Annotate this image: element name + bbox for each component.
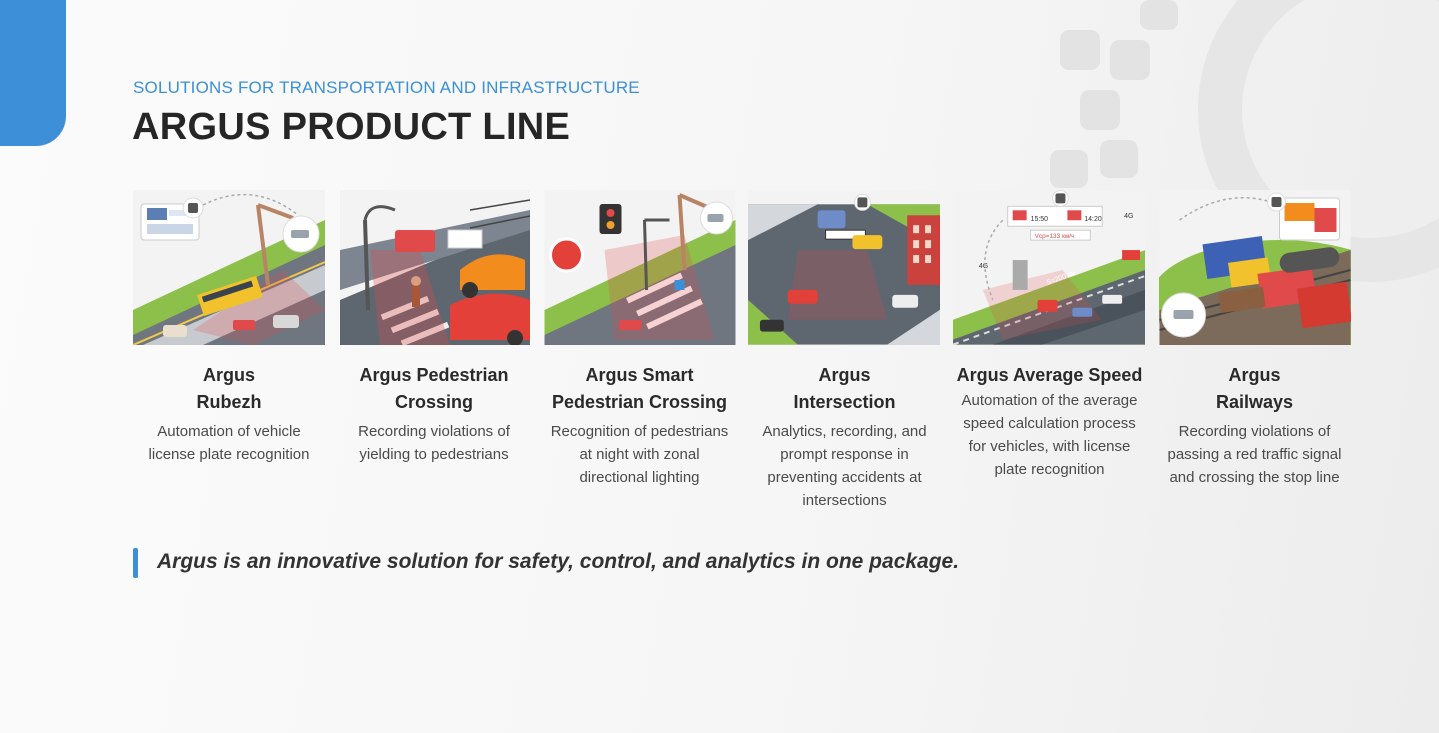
- product-name-line2: Crossing: [394, 392, 473, 412]
- product-name: Argus Smart Pedestrian Crossing: [544, 362, 735, 416]
- product-card-smart-pedestrian-crossing[interactable]: Argus Smart Pedestrian Crossing Recognit…: [544, 190, 736, 489]
- product-card-average-speed[interactable]: 15:50 14:20 Vср=133 км/ч 4G 4G S=200 км …: [953, 190, 1146, 481]
- product-name: Argus Intersection: [748, 362, 941, 416]
- road-camera-illustration: [133, 190, 325, 345]
- product-card-railways[interactable]: Argus Railways Recording violations of p…: [1159, 190, 1351, 489]
- product-name-line1: Argus: [818, 365, 871, 385]
- product-card-intersection[interactable]: Argus Intersection Analytics, recording,…: [748, 190, 941, 512]
- product-description: Recording violations of yielding to pede…: [358, 423, 510, 463]
- product-cards: Argus Rubezh Automation of vehicle licen…: [133, 190, 1351, 520]
- page-title: ARGUS PRODUCT LINE: [132, 106, 571, 148]
- product-description: Recording violations of passing a red tr…: [1167, 423, 1342, 486]
- tagline-quote: Argus is an innovative solution for safe…: [157, 550, 960, 573]
- average-speed-illustration: 15:50 14:20 Vср=133 км/ч 4G 4G S=200 км: [953, 190, 1145, 345]
- product-name-line1: Argus Average Speed: [956, 365, 1143, 385]
- product-description: Automation of the average speed calculat…: [961, 392, 1138, 478]
- product-card-rubezh[interactable]: Argus Rubezh Automation of vehicle licen…: [133, 190, 325, 466]
- product-name-line1: Argus Smart: [585, 365, 694, 385]
- product-name: Argus Pedestrian Crossing: [339, 362, 529, 416]
- time-1-label: 15:50: [1031, 216, 1049, 223]
- pedestrian-crossing-illustration: [340, 190, 531, 345]
- net-4g-label-right: 4G: [1124, 213, 1133, 220]
- corner-accent-tab: [0, 0, 66, 146]
- product-name-line2: Pedestrian Crossing: [551, 392, 728, 412]
- smart-crossing-illustration: [544, 190, 736, 345]
- product-name-line2: Railways: [1215, 392, 1294, 412]
- product-name: Argus Railways: [1159, 362, 1350, 416]
- gear-watermark-icon: [1050, 0, 1439, 282]
- product-description: Analytics, recording, and prompt respons…: [762, 423, 927, 509]
- product-description: Recognition of pedestrians at night with…: [550, 423, 729, 486]
- product-description: Automation of vehicle license plate reco…: [148, 423, 310, 463]
- net-4g-label-left: 4G: [979, 263, 988, 270]
- product-card-pedestrian-crossing[interactable]: Argus Pedestrian Crossing Recording viol…: [339, 190, 531, 466]
- intersection-illustration: [748, 190, 940, 345]
- product-name: Argus Average Speed: [953, 362, 1146, 389]
- section-subtitle: SOLUTIONS FOR TRANSPORTATION AND INFRAST…: [133, 78, 640, 97]
- product-name-line1: Argus Pedestrian: [359, 365, 509, 385]
- time-2-label: 14:20: [1084, 216, 1102, 223]
- product-name-line2: Intersection: [793, 392, 896, 412]
- product-name-line2: Rubezh: [196, 392, 262, 412]
- product-name-line1: Argus: [202, 365, 255, 385]
- railway-illustration: [1159, 190, 1351, 345]
- quote-accent-bar: [133, 548, 138, 578]
- product-name: Argus Rubezh: [133, 362, 325, 416]
- product-name-line1: Argus: [1228, 365, 1281, 385]
- avg-speed-label: Vср=133 км/ч: [1035, 233, 1075, 240]
